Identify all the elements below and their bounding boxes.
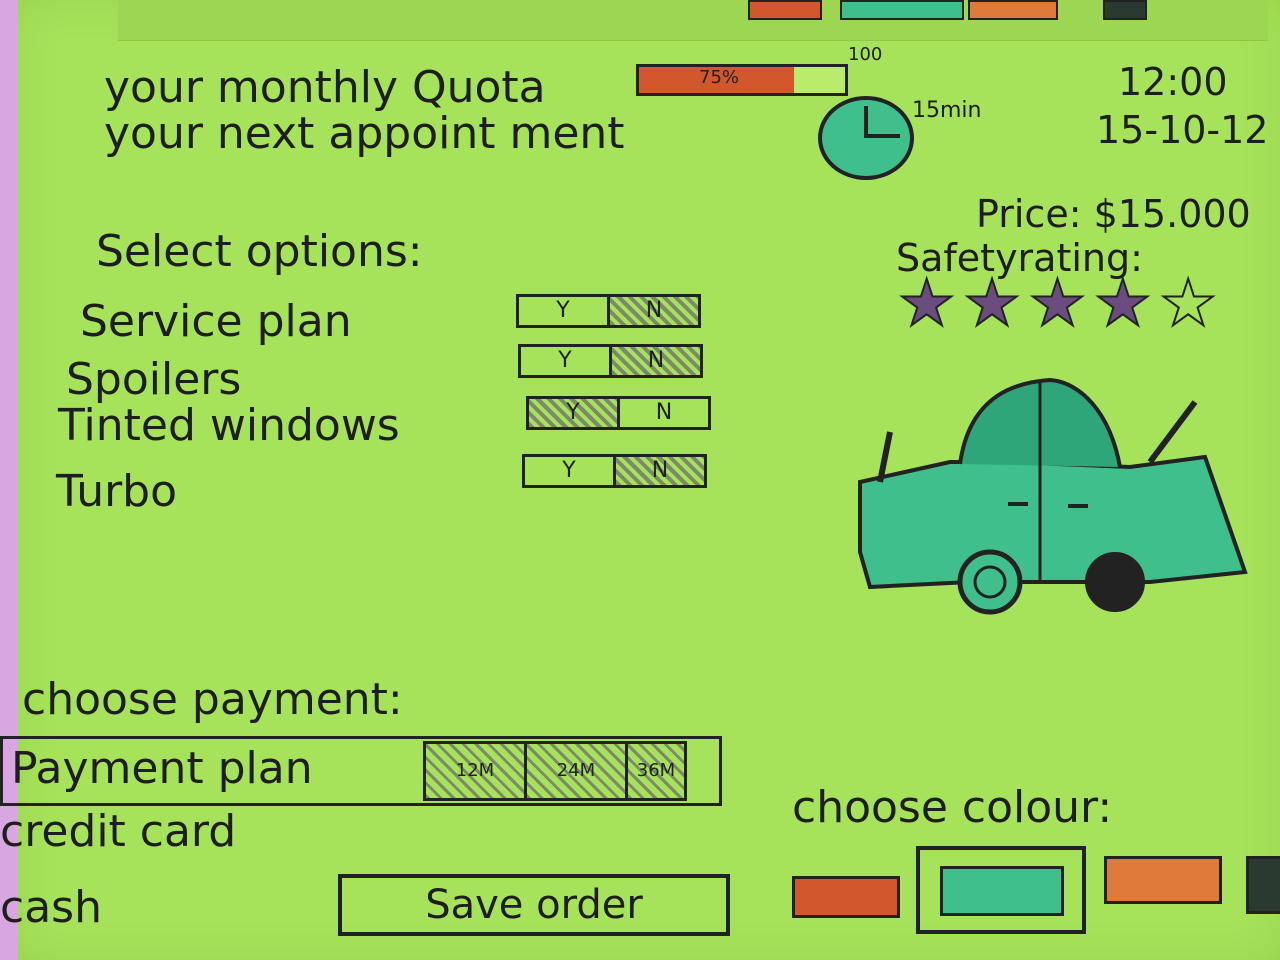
quota-progress-bar: 75% [636, 64, 848, 96]
top-swatch-red [748, 0, 822, 20]
plan-option-24m[interactable]: 24M [527, 744, 628, 798]
colour-swatch-red[interactable] [792, 876, 900, 918]
current-time: 12:00 [1118, 60, 1228, 104]
turbo-no[interactable]: N [616, 457, 704, 485]
star-icon: ★ [962, 267, 1021, 341]
clock-icon [818, 96, 914, 180]
top-swatch-green [840, 0, 964, 20]
payment-method-credit-card[interactable]: credit card [0, 806, 237, 857]
colour-swatch-dark[interactable] [1246, 856, 1280, 914]
colour-swatch-selected-frame [916, 846, 1086, 934]
star-icon: ★ [1093, 267, 1152, 341]
service-plan-toggle[interactable]: Y N [516, 294, 701, 328]
safety-rating-label: Safetyrating: [896, 236, 1143, 280]
payment-method-plan[interactable]: Payment plan [11, 743, 313, 794]
current-date: 15-10-12 [1096, 108, 1269, 152]
save-order-button[interactable]: Save order [338, 874, 730, 936]
tinted-windows-yes[interactable]: Y [529, 399, 620, 427]
star-icon: ★ [1028, 267, 1087, 341]
options-title: Select options: [96, 226, 423, 277]
payment-plan-row[interactable]: Payment plan 12M 24M 36M [0, 736, 722, 806]
tinted-windows-toggle[interactable]: Y N [526, 396, 711, 430]
option-label-service-plan: Service plan [80, 296, 352, 347]
quota-progress-fill [639, 67, 794, 93]
option-label-spoilers: Spoilers [66, 354, 242, 405]
appointment-time: 15min [912, 98, 982, 123]
car-preview-image [858, 377, 1248, 615]
colour-title: choose colour: [792, 782, 1113, 833]
safety-rating-stars: ★ ★ ★ ★ ★ [897, 267, 1218, 341]
plan-option-12m[interactable]: 12M [426, 744, 527, 798]
service-plan-yes[interactable]: Y [519, 297, 610, 325]
card-flap [118, 0, 1268, 41]
service-plan-no[interactable]: N [610, 297, 698, 325]
quota-percent: 75% [699, 67, 740, 88]
top-swatch-orange [968, 0, 1058, 20]
turbo-yes[interactable]: Y [525, 457, 616, 485]
colour-swatch-orange[interactable] [1104, 856, 1222, 904]
quota-max: 100 [848, 44, 883, 65]
plan-option-36m[interactable]: 36M [628, 744, 684, 798]
star-outline-icon: ★ [1158, 267, 1217, 341]
quota-label: your monthly Quota [104, 62, 546, 113]
price-label: Price: $15.000 [976, 192, 1251, 236]
option-label-tinted-windows: Tinted windows [58, 400, 400, 451]
payment-plan-duration[interactable]: 12M 24M 36M [423, 741, 687, 801]
payment-method-cash[interactable]: cash [0, 882, 102, 933]
spoilers-yes[interactable]: Y [521, 347, 612, 375]
tinted-windows-no[interactable]: N [655, 400, 673, 425]
star-icon: ★ [897, 267, 956, 341]
spoilers-no[interactable]: N [612, 347, 700, 375]
spoilers-toggle[interactable]: Y N [518, 344, 703, 378]
top-swatch-dark [1103, 0, 1147, 20]
payment-title: choose payment: [22, 674, 403, 725]
option-label-turbo: Turbo [56, 466, 178, 517]
appointment-label: your next appoint ment [104, 108, 625, 159]
colour-swatch-teal[interactable] [940, 866, 1064, 916]
turbo-toggle[interactable]: Y N [522, 454, 707, 488]
